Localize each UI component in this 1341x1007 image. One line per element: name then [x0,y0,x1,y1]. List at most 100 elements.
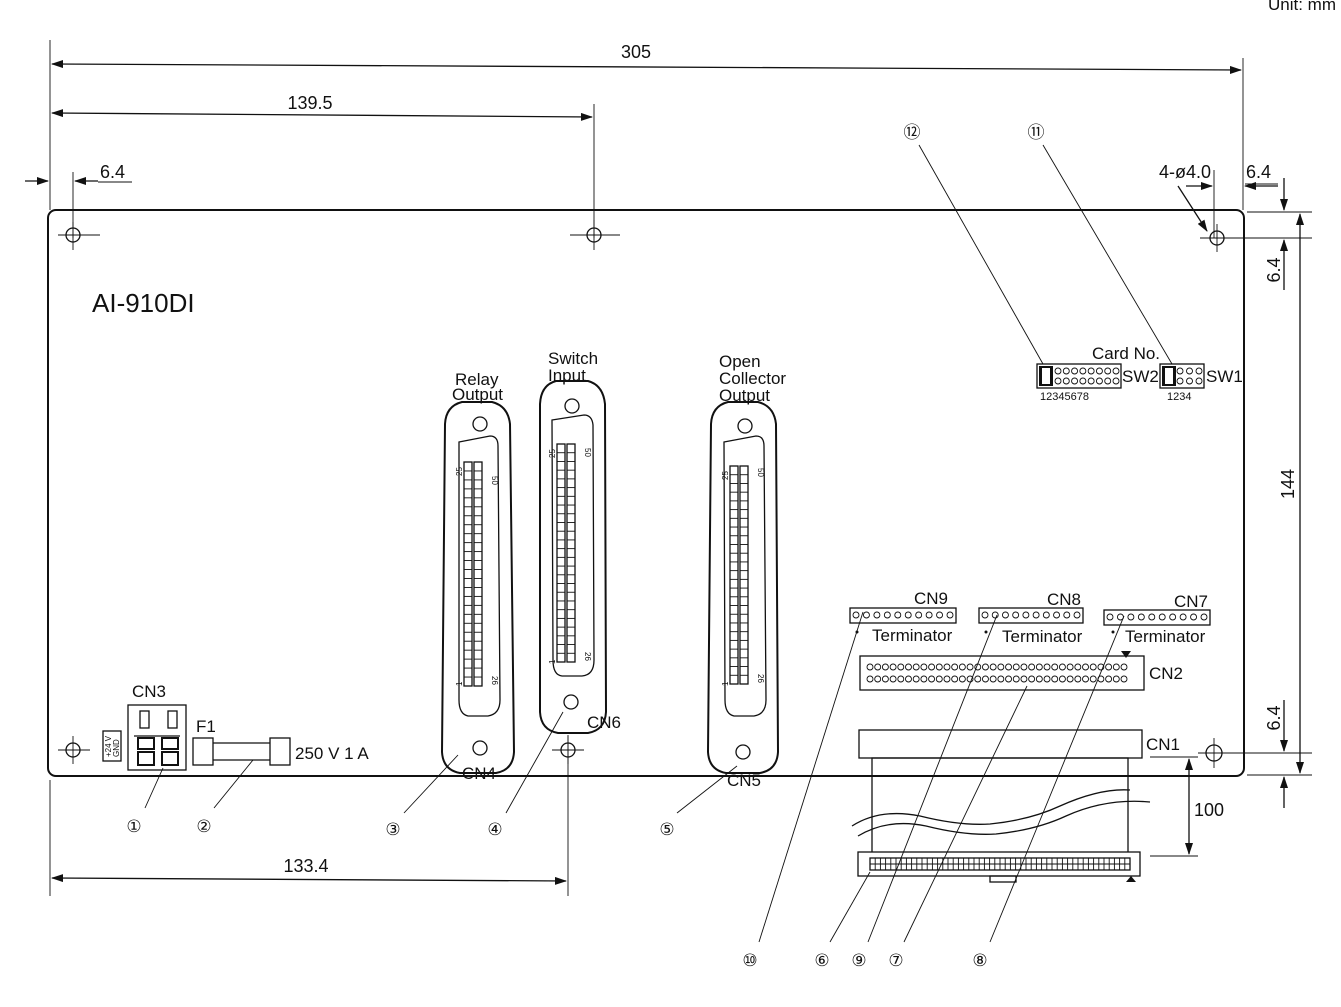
header-pins [866,675,1128,683]
callout-9: ⑨ [851,951,866,970]
board-model: AI-910DI [92,288,195,318]
pin-label-50: 50 [583,448,592,457]
fuse-id: F1 [196,717,216,736]
sw1-id: SW1 [1206,367,1243,386]
connector-id-cn8: CN8 [1047,590,1081,609]
callout-1: ① [126,817,141,836]
connector-cn5: 25 50 1 26 Open Collector Output CN5 [706,352,786,790]
callout-12: ⑫ [904,123,921,142]
pin-label-50: 50 [756,468,765,477]
callout-2: ② [196,817,211,836]
dip-switches: Card No. SW2 12345678 SW1 1234 [1036,344,1243,403]
card-no-label: Card No. [1092,344,1160,363]
connector-pin-column [463,461,473,687]
terminator-label: Terminator [1002,627,1083,646]
dim-hole-offset-bottom: 6.4 [1264,705,1284,730]
connector-label-switch-line1: Switch [548,349,598,368]
connector-id-cn7: CN7 [1174,592,1208,611]
connector-pin-column [556,443,566,663]
callout-5: ⑤ [659,820,674,839]
connector-pin-column [566,443,576,663]
terminator-cn8: CN8 Terminator [978,590,1084,646]
switch-sw2: SW2 12345678 [1036,363,1159,403]
mounting-hole [552,736,584,764]
sw2-pins: 12345678 [1040,391,1089,403]
fuse-f1: F1 250 V 1 A [192,717,369,766]
terminator-cn7: CN7 Terminator [1103,592,1211,646]
callout-6: ⑥ [814,951,829,970]
connector-label-oc-line3: Output [719,386,770,405]
dim-bottom-hole-x: 133.4 [283,856,328,876]
connector-id-cn1: CN1 [1146,735,1180,754]
terminator-label: Terminator [872,626,953,645]
dim-hole-offset-top: 6.4 [1264,257,1284,282]
pin-label-1: 1 [721,681,730,686]
terminator-pins [1106,613,1208,621]
connector-cn3: CN3 +24 V GND [102,682,187,771]
pin-label-25: 25 [455,467,464,476]
connector-label-relay-line2: Output [452,385,503,404]
connector-id-cn2: CN2 [1149,664,1183,683]
connector-cn4: 25 50 1 26 Relay Output CN4 [440,370,516,783]
pin-label-1: 1 [455,681,464,686]
ribbon-pins [869,857,1131,871]
switch-pins [1054,367,1120,375]
pin-label-50: 50 [490,476,499,485]
dim-hole-offset-left: 6.4 [100,162,125,182]
fuse-rating: 250 V 1 A [295,744,369,763]
connector-cn2: CN2 [859,651,1183,691]
connector-id-cn9: CN9 [914,589,948,608]
connector-id-cn5: CN5 [727,771,761,790]
connector-id-cn6: CN6 [587,713,621,732]
dim-mid-hole-x: 139.5 [287,93,332,113]
callout-10: ⑩ [742,951,757,970]
callout-4: ④ [487,820,502,839]
pin-label-26: 26 [756,674,765,683]
mounting-hole [1200,224,1232,252]
header-pins [866,663,1128,671]
connector-id-cn4: CN4 [462,764,496,783]
mounting-hole [58,222,100,250]
dim-hole-spec: 4-ø4.0 [1159,162,1211,182]
connector-label-relay-line1: Relay [455,370,499,389]
dim-cable-length: 100 [1194,800,1224,820]
pin-label-25: 25 [548,449,557,458]
callout-3: ③ [385,820,400,839]
terminator-label: Terminator [1125,627,1206,646]
cn3-pin-24v: +24 V [104,735,113,757]
connector-cn1: CN1 [851,729,1180,883]
pin-label-25: 25 [721,471,730,480]
pin-label-26: 26 [490,676,499,685]
connector-label-oc-line1: Open [719,352,761,371]
dimension-lines: 305 139.5 6.4 6.4 4-ø4.0 6.4 144 [25,40,1312,896]
connector-id-cn3: CN3 [132,682,166,701]
board-outline [47,209,1245,777]
connector-pin-column [473,461,483,687]
connector-label-switch-line2: Input [548,366,586,385]
mounting-hole [58,736,90,764]
terminator-cn9: CN9 Terminator [849,589,957,645]
mounting-holes [58,220,1232,768]
switch-pins [1054,377,1120,385]
switch-sw1: SW1 1234 [1159,363,1243,403]
switch-pins [1176,377,1203,385]
sw1-pins: 1234 [1167,391,1191,403]
callout-8: ⑧ [972,951,987,970]
callout-leaders [144,144,1173,943]
dim-hole-offset-right: 6.4 [1246,162,1271,182]
callout-7: ⑦ [888,951,903,970]
sw2-id: SW2 [1122,367,1159,386]
terminator-pins [852,611,954,619]
dim-height: 144 [1278,469,1298,499]
pin-label-26: 26 [583,652,592,661]
connector-cn6: 25 50 1 26 Switch Input CN6 [539,349,621,734]
connector-pin-column [729,465,739,685]
callout-11: ⑪ [1028,123,1045,142]
terminator-pins [981,611,1081,619]
mounting-hole [1198,738,1230,768]
callouts: ① ② ③ ④ ⑤ ⑥ ⑦ ⑧ ⑨ ⑩ ⑪ ⑫ [126,123,1044,970]
pin-label-1: 1 [548,659,557,664]
cn3-pin-gnd: GND [112,739,121,757]
switch-pins [1176,367,1203,375]
